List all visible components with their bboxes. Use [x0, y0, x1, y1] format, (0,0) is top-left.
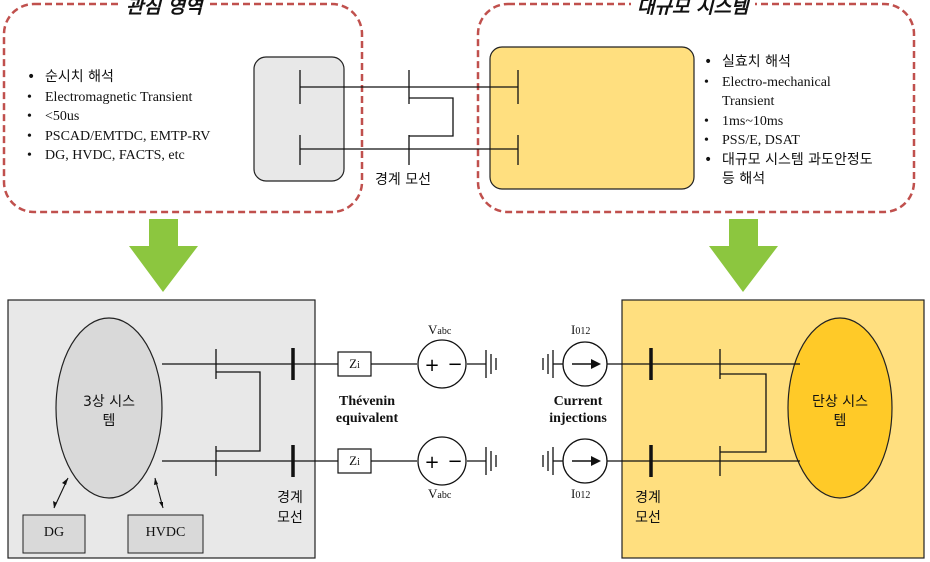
left-bullet: <50us: [25, 107, 255, 127]
svg-text:+: +: [424, 355, 439, 376]
voltage-source-bottom: [417, 436, 467, 486]
right-bullet: Electro-mechanical Transient: [702, 73, 872, 112]
left-bullet: Electromagnetic Transient: [25, 88, 255, 108]
bottom-right-network: [719, 349, 767, 476]
svg-text:−: −: [447, 451, 462, 472]
top-network-lines: [299, 70, 519, 165]
thevenin-equivalent-label: Thévenin equivalent: [335, 394, 399, 426]
right-boundary-bus-label: 경계 모선: [635, 490, 661, 526]
dg-box: [22, 514, 86, 554]
single-phase-system-label: 단상 시스템: [812, 394, 868, 429]
top-yellow-box: [489, 46, 695, 190]
three-phase-system-label: 3상 시스템: [83, 394, 135, 429]
voltage-top-label: Vabc: [428, 322, 452, 337]
left-boundary-bus-label: 경계 모선: [277, 490, 303, 526]
right-bullet: 대규모 시스템 과도안정도 등 해석: [702, 151, 880, 190]
current-bottom-label: I012: [571, 486, 591, 501]
left-bullet: DG, HVDC, FACTS, etc: [25, 146, 255, 166]
svg-text:+: +: [424, 452, 439, 473]
top-gray-box: [253, 56, 345, 182]
down-arrow-right: [709, 219, 778, 292]
top-boundary-bus-label: 경계 모선: [375, 172, 431, 188]
bottom-left-network: [162, 349, 486, 476]
voltage-bottom-label: Vabc: [428, 486, 452, 501]
svg-text:−: −: [447, 354, 462, 375]
impedance-bottom-label: Zi: [349, 453, 360, 468]
hvdc-box: [127, 514, 204, 554]
impedance-bottom: [337, 448, 372, 474]
right-bullet: 실효치 해석: [702, 53, 880, 73]
down-arrow-left: [129, 219, 198, 292]
single-phase-ellipse: [787, 317, 893, 499]
left-bullet: 순시치 해석: [25, 68, 255, 88]
right-bullet: PSS/E, DSAT: [702, 131, 880, 151]
hvdc-label: HVDC: [145, 525, 186, 540]
right-bullet: 1ms~10ms: [702, 112, 880, 132]
dg-label: DG: [43, 525, 65, 540]
right-region-title: 대규모 시스템: [631, 0, 755, 19]
left-region-bullets: 순시치 해석 Electromagnetic Transient <50us P…: [25, 68, 255, 166]
voltage-source-top: [417, 339, 467, 389]
right-region-bullets: 실효치 해석 Electro-mechanical Transient 1ms~…: [702, 53, 880, 190]
impedance-top-label: Zi: [349, 356, 360, 371]
left-region-title: 관심 영역: [120, 0, 209, 19]
current-injections-label: Current injections: [549, 394, 607, 426]
impedance-top: [337, 351, 372, 377]
ground-left: [485, 350, 497, 475]
current-top-label: I012: [571, 322, 591, 337]
three-phase-ellipse: [55, 317, 163, 499]
left-bullet: PSCAD/EMTDC, EMTP-RV: [25, 127, 255, 147]
